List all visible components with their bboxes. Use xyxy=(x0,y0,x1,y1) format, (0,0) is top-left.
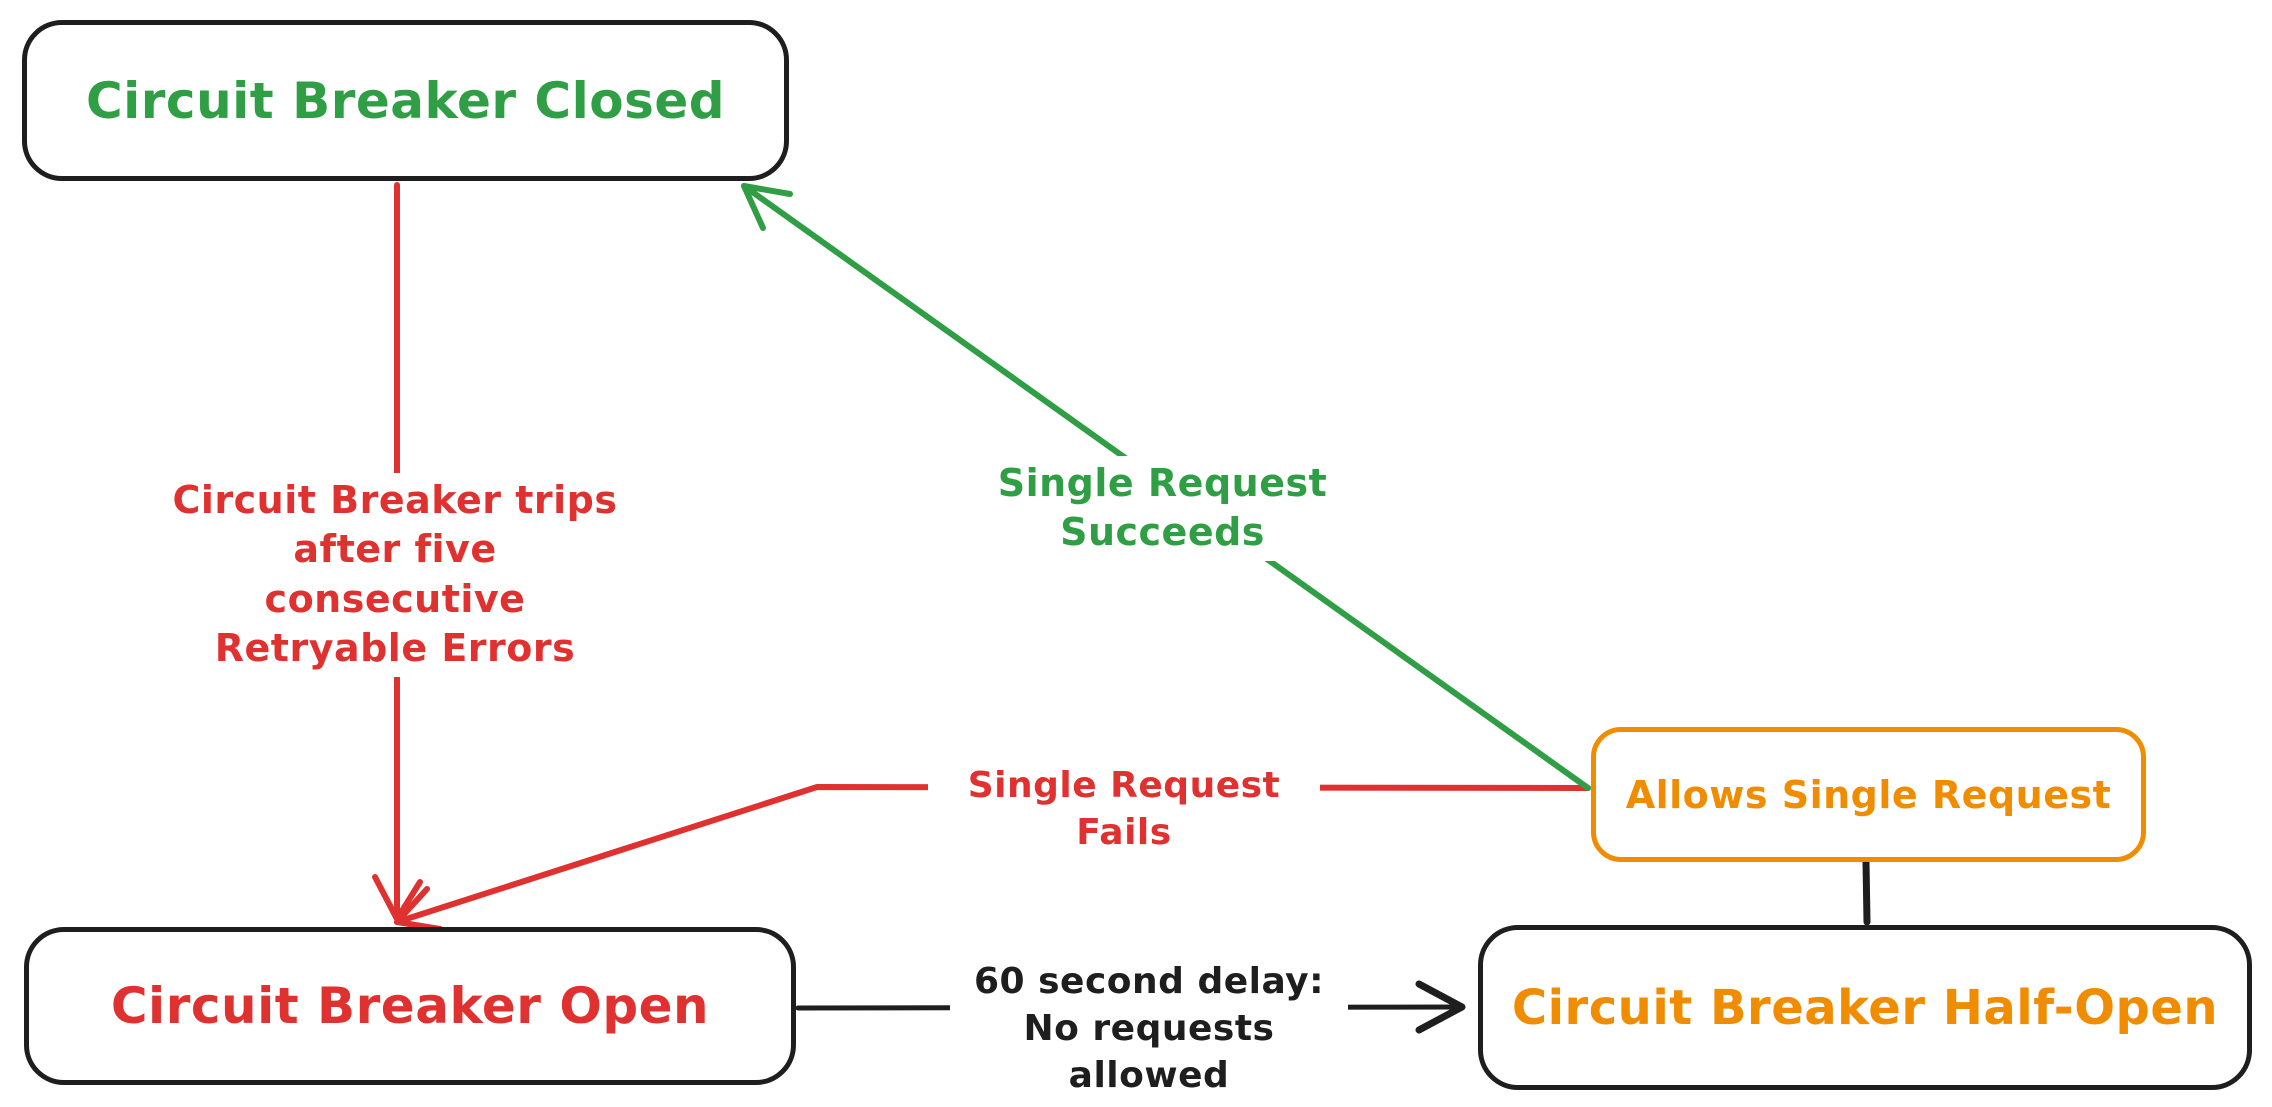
state-node-allows-single-request: Allows Single Request xyxy=(1591,727,2146,862)
edge-label-delay: 60 second delay: No requests allowed xyxy=(950,956,1348,1103)
arrowhead-delay xyxy=(1415,980,1466,1034)
connector-allows-halfopen xyxy=(1862,858,1871,926)
edge-label-fails: Single Request Fails xyxy=(928,760,1320,860)
edge-label-line: Retryable Errors xyxy=(214,626,576,671)
state-node-label: Circuit Breaker Half-Open xyxy=(1511,979,2219,1036)
edge-label-trip: Circuit Breaker trips after five consecu… xyxy=(160,473,630,677)
edge-label-line: 60 second delay: xyxy=(973,961,1325,1002)
state-node-closed: Circuit Breaker Closed xyxy=(22,20,789,181)
edge-label-line: Circuit Breaker trips xyxy=(172,478,618,522)
edge-label-success: Single Request Succeeds xyxy=(905,456,1420,561)
edge-label-line: after five consecutive xyxy=(264,527,526,621)
state-node-label: Allows Single Request xyxy=(1625,772,2112,817)
state-node-half-open: Circuit Breaker Half-Open xyxy=(1478,925,2252,1090)
edge-label-line: No requests allowed xyxy=(1023,1007,1275,1096)
arrowhead-success xyxy=(741,183,793,231)
state-node-open: Circuit Breaker Open xyxy=(24,927,796,1085)
edge-label-line: Single Request Fails xyxy=(967,765,1281,853)
state-node-label: Circuit Breaker Open xyxy=(110,977,710,1035)
arrowhead-fails xyxy=(394,886,443,932)
arrow-fails xyxy=(394,784,1591,932)
state-node-label: Circuit Breaker Closed xyxy=(85,71,726,130)
edge-label-line: Single Request Succeeds xyxy=(997,461,1328,555)
